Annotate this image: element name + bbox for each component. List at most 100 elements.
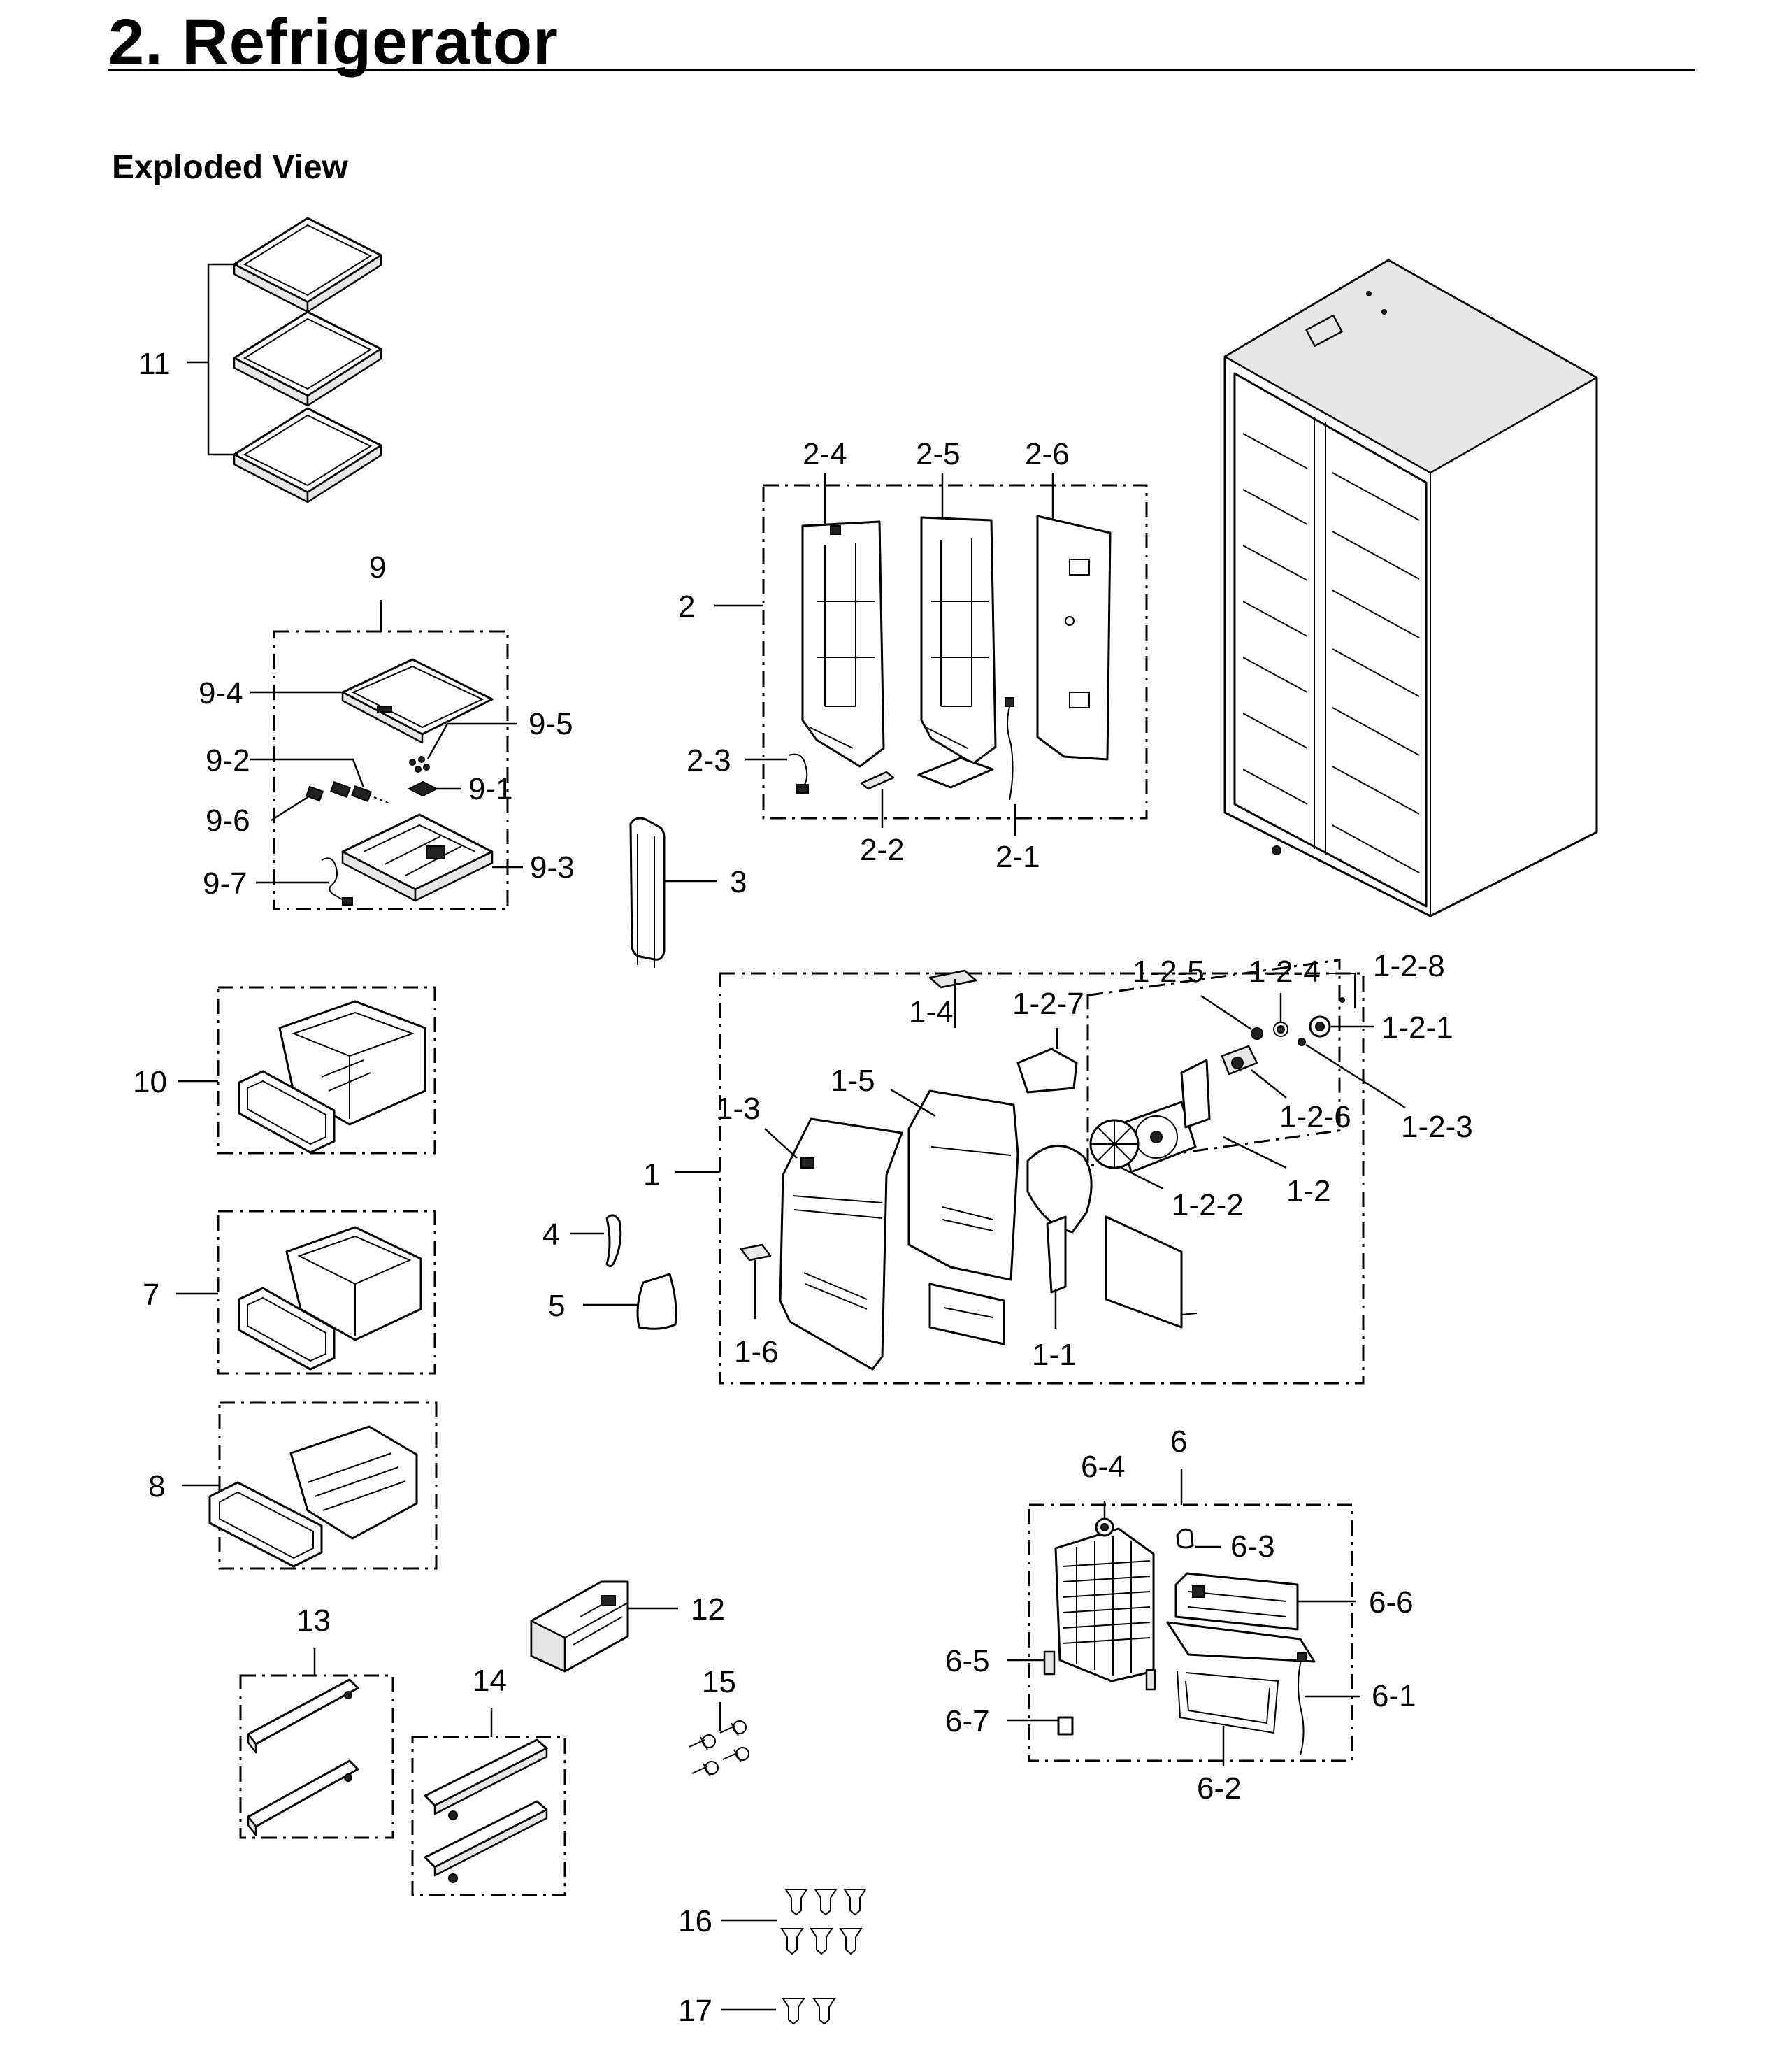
callout-11: 11 <box>138 347 171 381</box>
callout-2-6: 2-6 <box>1025 437 1070 471</box>
group-box-13 <box>239 1674 394 1839</box>
shelf-1 <box>233 217 382 313</box>
callout-2-5: 2-5 <box>916 437 961 471</box>
part-1-3-duct <box>779 1117 903 1371</box>
callout-2-3: 2-3 <box>687 743 731 778</box>
part-1-2-7 <box>1016 1048 1078 1094</box>
part-9-group: 9 9-4 9-5 9-1 9-2 9-6 <box>199 550 575 910</box>
part-1-2-3 <box>1298 1038 1306 1046</box>
callout-9-6: 9-6 <box>206 803 250 838</box>
callout-9-5: 9-5 <box>529 707 573 741</box>
part-16-clips: 16 <box>678 1889 867 1955</box>
page-title: 2. Refrigerator <box>108 6 559 78</box>
callout-16: 16 <box>678 1904 712 1938</box>
part-6-3 <box>1176 1528 1194 1549</box>
callout-1-2-8: 1-2-8 <box>1373 949 1445 983</box>
callout-14: 14 <box>473 1664 507 1698</box>
callout-6-7: 6-7 <box>945 1704 990 1738</box>
callout-8: 8 <box>148 1469 165 1503</box>
callout-6-5: 6-5 <box>945 1644 990 1678</box>
part-9-1 <box>407 780 439 797</box>
part-2-5-cover <box>920 516 997 765</box>
callout-6-2: 6-2 <box>1197 1771 1242 1806</box>
refrigerator-cabinet <box>1223 259 1598 917</box>
part-15-screws: 15 <box>689 1665 749 1777</box>
callout-1-4: 1-4 <box>909 995 954 1029</box>
callout-2-1: 2-1 <box>996 840 1040 874</box>
callout-13: 13 <box>296 1603 331 1638</box>
callout-15: 15 <box>702 1665 736 1699</box>
callout-9-1: 9-1 <box>468 772 513 806</box>
callout-17: 17 <box>678 1994 712 2028</box>
shelf-2 <box>233 310 382 407</box>
callout-9-3: 9-3 <box>530 850 575 885</box>
callout-6-4: 6-4 <box>1081 1450 1126 1484</box>
part-2-4-cover <box>801 520 885 768</box>
group-box-2 <box>762 484 1148 820</box>
group-box-14 <box>411 1736 566 1896</box>
group-box-1 <box>719 972 1365 1385</box>
callout-9-7: 9-7 <box>203 866 247 901</box>
callout-1-3: 1-3 <box>716 1092 761 1126</box>
part-11-shelves: 11 <box>138 217 382 503</box>
part-5: 5 <box>548 1273 677 1330</box>
drawer-7-front <box>238 1287 336 1371</box>
group-box-7 <box>217 1210 436 1375</box>
drawer-10-front <box>238 1070 336 1154</box>
part-12-ice-bucket: 12 <box>530 1580 725 1673</box>
group-box-6 <box>1028 1503 1353 1762</box>
callout-6-1: 6-1 <box>1372 1679 1416 1713</box>
part-6-2-heater <box>1177 1671 1279 1734</box>
callout-10: 10 <box>133 1065 167 1099</box>
part-6-group: 6 6-4 6-3 6-6 <box>945 1424 1416 1806</box>
part-6-evaporator <box>1054 1527 1155 1682</box>
part-6-5 <box>1043 1650 1056 1676</box>
callout-1-2-1: 1-2-1 <box>1381 1010 1453 1045</box>
group-box-10 <box>217 986 436 1155</box>
part-6-1-wire <box>1298 1657 1305 1756</box>
part-1-5-duct <box>907 1089 1019 1281</box>
shelf-3 <box>233 407 382 503</box>
part-1-group: 1 1-3 1-6 1-5 1-4 1-2-7 <box>643 949 1473 1385</box>
callout-9-2: 9-2 <box>206 743 250 778</box>
part-2-6-panel <box>1036 515 1112 761</box>
callout-6-6: 6-6 <box>1369 1585 1414 1620</box>
part-8-group: 8 <box>148 1401 438 1570</box>
callout-4: 4 <box>542 1217 559 1252</box>
part-14-group: 14 <box>411 1664 566 1896</box>
part-17-clips: 17 <box>678 1994 836 2028</box>
callout-1-2-6: 1-2-6 <box>1279 1100 1351 1134</box>
drawer-8-front <box>208 1481 323 1568</box>
part-1-4 <box>928 969 977 989</box>
group-box-1-2 <box>1086 959 1341 1168</box>
callout-3: 3 <box>730 865 747 899</box>
part-3-strip: 3 <box>629 817 747 968</box>
part-13-group: 13 <box>239 1603 394 1839</box>
callout-1-2-3: 1-2-3 <box>1401 1110 1473 1144</box>
callout-12: 12 <box>691 1592 725 1627</box>
part-2-2 <box>860 771 895 790</box>
callout-6: 6 <box>1170 1424 1187 1459</box>
callout-1-2-7: 1-2-7 <box>1012 987 1084 1021</box>
part-7-group: 7 <box>143 1210 436 1375</box>
callout-1-2-2: 1-2-2 <box>1172 1188 1244 1222</box>
callout-1-2-5: 1-2-5 <box>1133 955 1205 989</box>
callout-2-2: 2-2 <box>860 833 905 867</box>
part-1-2-5 <box>1251 1027 1263 1040</box>
callout-5: 5 <box>548 1289 565 1323</box>
callout-9-4: 9-4 <box>199 676 243 710</box>
part-6-7 <box>1057 1716 1074 1736</box>
callout-1-2: 1-2 <box>1286 1174 1331 1208</box>
callout-1-2-4: 1-2-4 <box>1249 955 1321 989</box>
title-underline <box>108 69 1695 71</box>
callout-9: 9 <box>369 550 386 585</box>
part-4: 4 <box>542 1214 622 1268</box>
part-2-group: 2 2-4 2-5 2-6 2-3 2-2 <box>678 437 1148 874</box>
part-10-group: 10 <box>133 986 436 1155</box>
section-subtitle: Exploded View <box>112 149 348 186</box>
callout-6-3: 6-3 <box>1230 1529 1275 1564</box>
group-box-9 <box>273 630 509 910</box>
callout-2: 2 <box>678 590 695 624</box>
